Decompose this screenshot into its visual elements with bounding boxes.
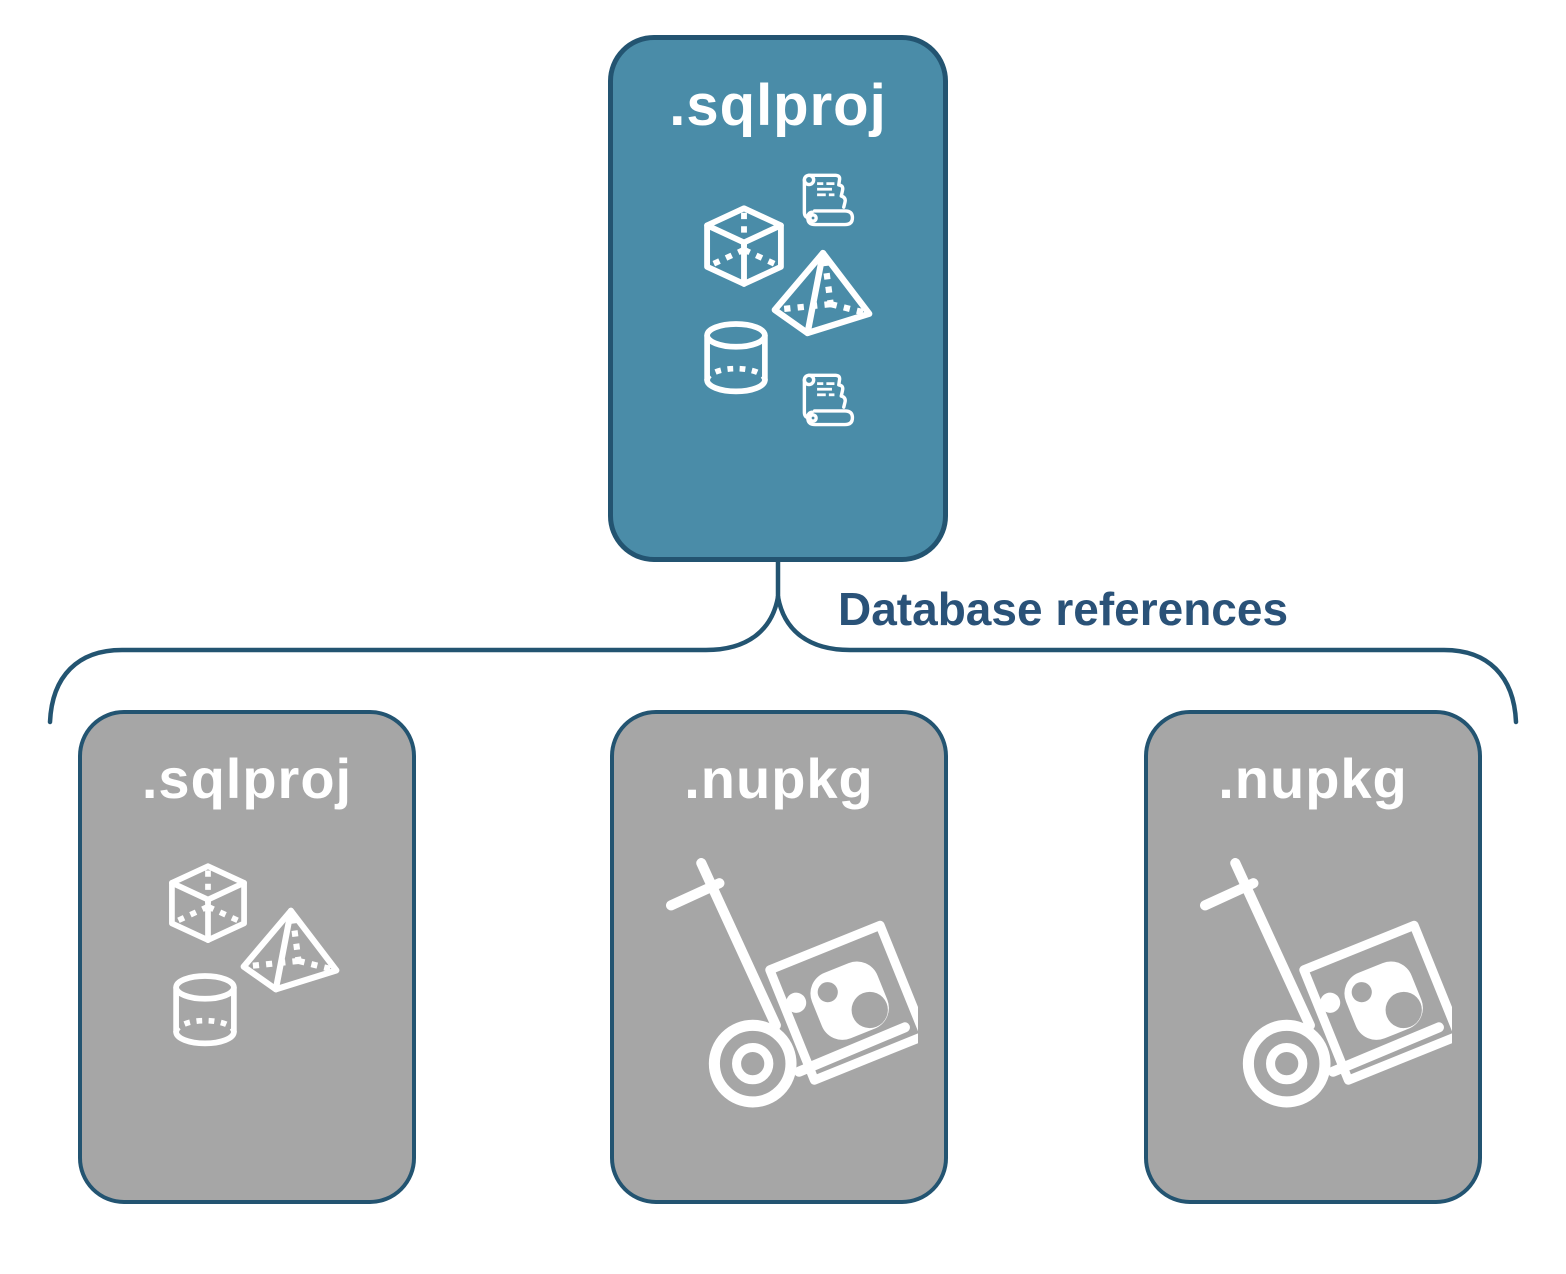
child-node-nupkg: .nupkg [610,710,948,1204]
child-node-title: .nupkg [684,747,874,810]
child-node-title: .nupkg [1218,747,1408,810]
pyramid-icon [769,248,875,340]
hand-truck-package-icon [666,858,918,1110]
root-node-title: .sqlproj [669,73,887,138]
script-scroll-icon [796,170,858,232]
connector-label: Database references [838,583,1289,635]
child-node-sqlproj: .sqlproj [78,710,416,1204]
root-node-sqlproj: .sqlproj [608,35,948,562]
cylinder-icon [170,972,240,1050]
cylinder-icon [701,320,771,398]
pyramid-icon [238,906,342,996]
script-scroll-icon [796,370,858,432]
hand-truck-package-icon [1200,858,1452,1110]
child-node-nupkg: .nupkg [1144,710,1482,1204]
child-node-title: .sqlproj [141,747,353,810]
